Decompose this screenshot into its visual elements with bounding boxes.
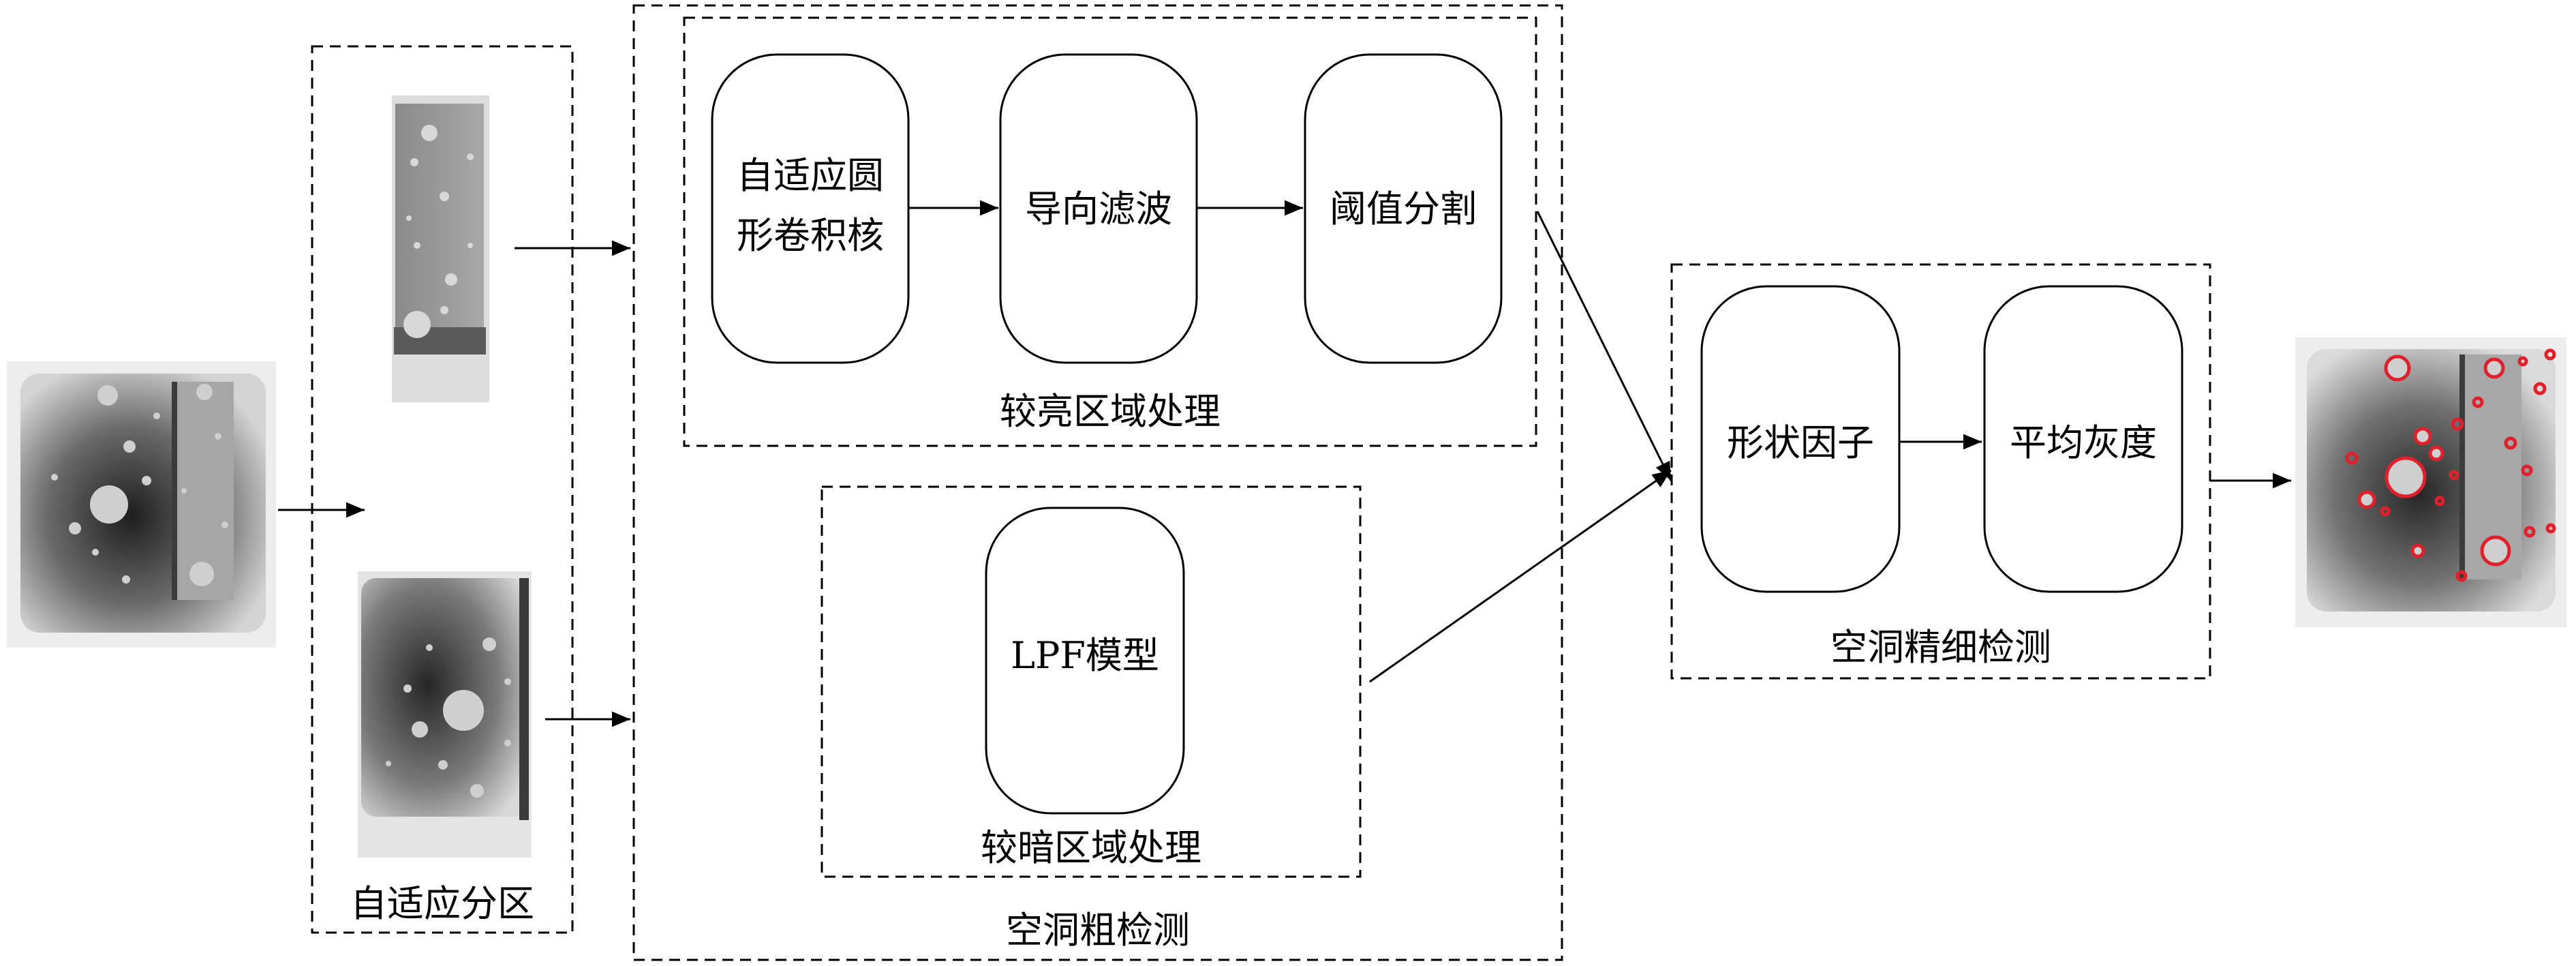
output-detection-image bbox=[2295, 337, 2566, 627]
threshold-segmentation-node bbox=[1304, 53, 1503, 364]
shape-factor-node bbox=[1700, 285, 1901, 593]
input-xray-image bbox=[7, 361, 276, 648]
fine-detection-box bbox=[1670, 263, 2211, 680]
adaptive-kernel-label-line2: 形卷积核 bbox=[737, 214, 884, 257]
adaptive-kernel-label-line1: 自适应圆 bbox=[737, 154, 884, 197]
coarse-detection-title: 空洞粗检测 bbox=[1006, 909, 1190, 952]
fine-detection-title: 空洞精细检测 bbox=[1830, 626, 2051, 669]
lpf-model-node bbox=[985, 507, 1185, 815]
dark-region-title: 较暗区域处理 bbox=[981, 826, 1201, 869]
mean-gray-node bbox=[1983, 285, 2183, 593]
lpf-model-label: LPF模型 bbox=[1011, 634, 1159, 677]
dark-region-image bbox=[358, 571, 532, 858]
adaptive-partition-title: 自适应分区 bbox=[350, 882, 534, 925]
bright-region-image bbox=[392, 95, 489, 402]
arrow-lpf-to-fine bbox=[1369, 469, 1672, 683]
shape-factor-label: 形状因子 bbox=[1727, 421, 1874, 464]
coarse-detection-box bbox=[632, 4, 1563, 961]
threshold-segmentation-label: 阈值分割 bbox=[1330, 187, 1477, 230]
mean-gray-label: 平均灰度 bbox=[2010, 421, 2157, 464]
detection-markers bbox=[2345, 348, 2556, 582]
arrow-threshold-to-fine bbox=[1536, 211, 1672, 481]
bright-region-box bbox=[683, 16, 1537, 447]
bright-region-title: 较亮区域处理 bbox=[1000, 390, 1221, 433]
dark-region-box bbox=[821, 485, 1362, 878]
guided-filter-label: 导向滤波 bbox=[1025, 187, 1172, 230]
adaptive-kernel-node bbox=[711, 53, 910, 364]
adaptive-partition-box bbox=[311, 45, 574, 934]
